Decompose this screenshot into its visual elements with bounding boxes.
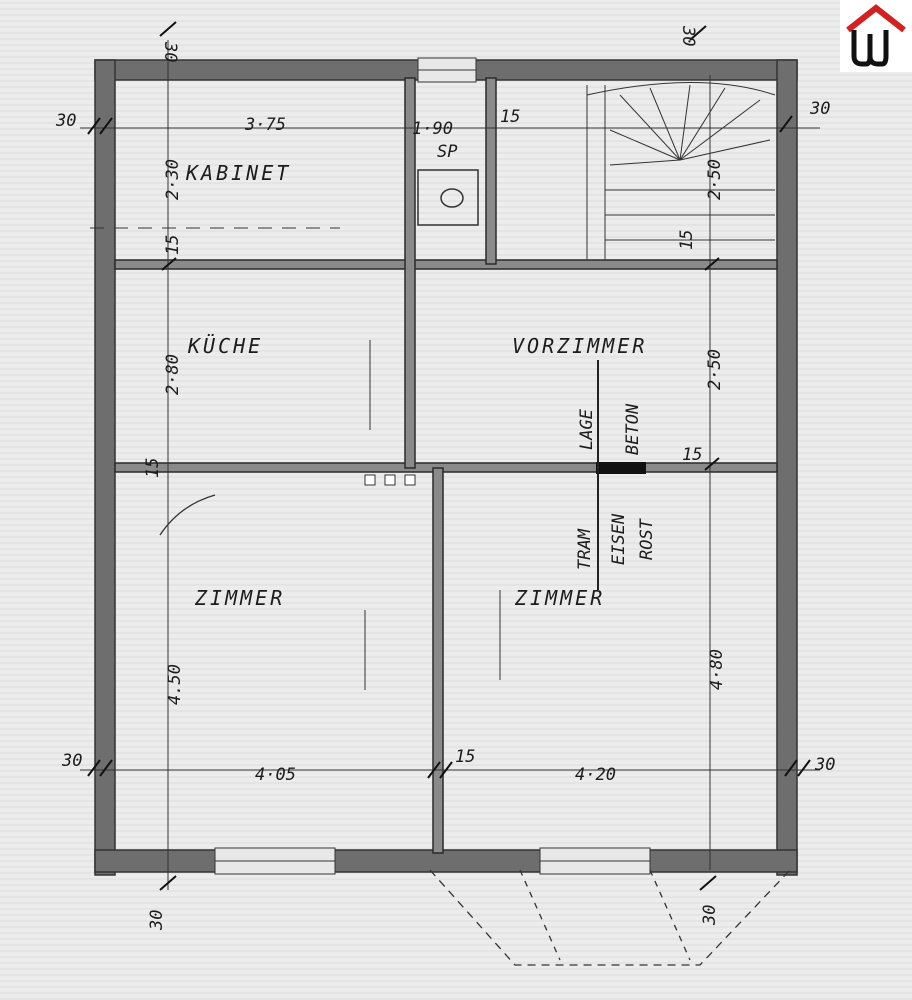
wall-wc-right xyxy=(485,77,497,265)
beam-note-tram: TRAM xyxy=(575,528,595,570)
dim-wall-15-kueche: 15 xyxy=(143,458,163,478)
concrete-beam xyxy=(596,462,646,474)
dim-wc-width: 1·90 xyxy=(412,119,453,139)
wc-box xyxy=(417,169,479,226)
dim-wall-30-right-top: 30 xyxy=(809,99,830,119)
vents xyxy=(364,474,416,486)
dim-zimmer-left-width: 4·05 xyxy=(255,765,296,785)
dim-wall-30-top-right: 30 xyxy=(678,25,698,46)
staircase xyxy=(586,82,776,260)
beam-note-rost: ROST xyxy=(637,517,657,560)
dim-kueche-height: 2·80 xyxy=(163,354,183,395)
dim-wall-15-vorzimmer: 15 xyxy=(682,445,702,465)
dim-wall-30-bottom-left: 30 xyxy=(147,910,167,931)
room-label-zimmer-right: ZIMMER xyxy=(514,586,605,610)
dim-zimmer-right-height: 4·80 xyxy=(707,649,727,690)
wall-row2 xyxy=(114,462,778,473)
dim-stair-height: 2·50 xyxy=(705,159,725,200)
beam-note-beton: BETON xyxy=(623,403,643,455)
dim-zimmer-right-width: 4·20 xyxy=(575,765,616,785)
door-swings xyxy=(159,494,791,966)
dimension-lines xyxy=(80,40,820,890)
wall-row1 xyxy=(114,259,778,270)
dim-zimmer-left-height: 4.50 xyxy=(165,664,185,705)
dim-wall-15-kabinet: 15 xyxy=(163,235,183,255)
dim-vorzimmer-height: 2·50 xyxy=(705,349,725,390)
dim-wall-30-top-left: 30 xyxy=(160,41,180,62)
beam-note-lage: LAGE xyxy=(577,408,597,450)
toilet-icon xyxy=(440,188,464,208)
dim-wall-30-right-bottom: 30 xyxy=(814,755,835,775)
dimension-ticks xyxy=(87,21,811,891)
dim-wall-30-left-top: 30 xyxy=(55,111,76,131)
inner-walls xyxy=(114,77,778,854)
room-label-zimmer-left: ZIMMER xyxy=(194,586,285,610)
dim-wall-30-bottom-right: 30 xyxy=(700,905,720,926)
house-w-logo-icon[interactable] xyxy=(840,0,912,72)
dim-wall-30-left-bottom: 30 xyxy=(61,751,82,771)
dim-wall-15-zimmer: 15 xyxy=(455,747,475,767)
outer-wall-right xyxy=(776,59,798,876)
dim-wall-15-stair: 15 xyxy=(677,230,697,250)
dim-wall-15-wc: 15 xyxy=(500,107,520,127)
outer-wall-bottom xyxy=(94,849,798,873)
beam-note-eisen: EISEN xyxy=(609,513,629,565)
outer-wall-left xyxy=(94,59,116,876)
dim-kabinet-height: 2·30 xyxy=(163,159,183,200)
room-label-vorzimmer: VORZIMMER xyxy=(512,334,647,358)
room-label-wc: SP xyxy=(437,142,457,162)
window-lines xyxy=(215,69,650,862)
wall-zimmer-divider xyxy=(432,467,444,854)
wall-wc-left xyxy=(404,77,416,469)
room-label-kabinet: KABINET xyxy=(185,161,291,185)
room-label-kueche: KÜCHE xyxy=(187,334,263,358)
dim-kabinet-width: 3·75 xyxy=(244,115,286,135)
